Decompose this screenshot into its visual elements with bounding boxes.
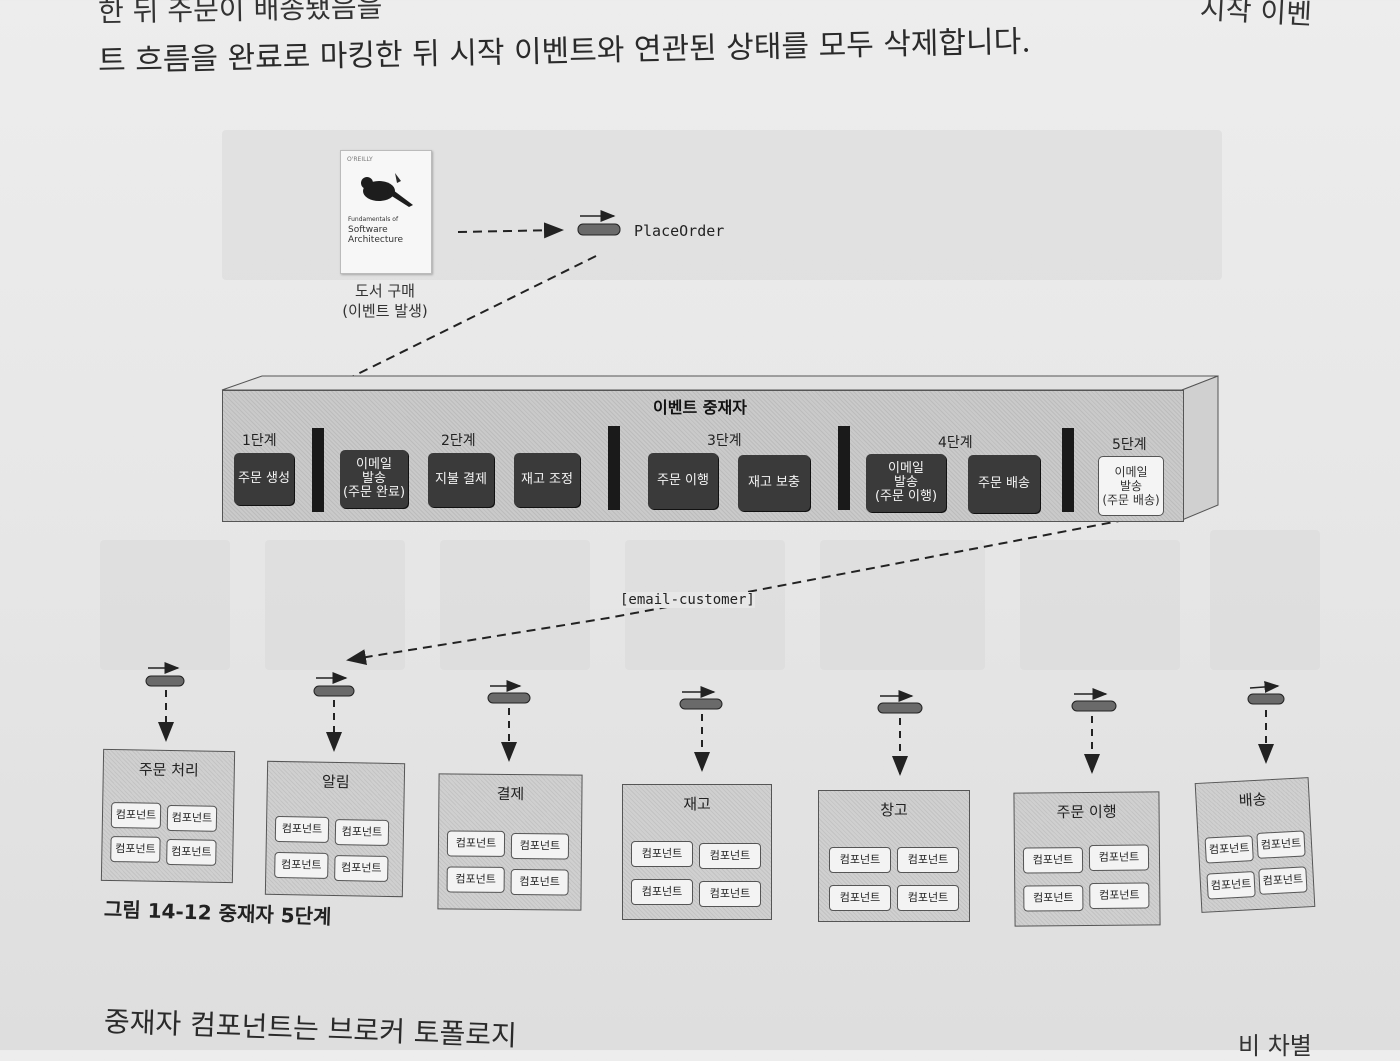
component-box: 컴포넌트 [1022,847,1084,874]
component-box: 컴포넌트 [1256,830,1306,859]
step-divider [312,428,324,512]
step-label: 4단계 [938,435,973,451]
component-box: 컴포넌트 [446,830,506,857]
show-through-box [1210,530,1320,670]
processor-name: 알림 [321,772,350,792]
step-divider [838,426,850,510]
component-box: 컴포넌트 [631,879,693,905]
component-box: 컴포넌트 [274,815,330,843]
processor-name: 재고 [683,795,711,813]
component-box: 컴포넌트 [699,881,761,907]
event-processor: 재고 컴포넌트 컴포넌트 컴포넌트 컴포넌트 [622,784,772,920]
event-processor: 주문 이행 컴포넌트 컴포넌트 컴포넌트 컴포넌트 [1013,791,1161,927]
step-label: 3단계 [707,433,742,449]
step-task: 주문 생성 [234,453,294,505]
component-box: 컴포넌트 [1258,866,1308,895]
component-box: 컴포넌트 [829,847,891,873]
component-box: 컴포넌트 [1204,835,1254,864]
channel-pipe-icon [679,686,723,710]
body-text-bottom-right: 비 차별 [1238,1032,1312,1060]
book-animal-illustration [361,173,413,207]
step-task: 이메일 발송 (주문 이행) [866,454,946,512]
channel-pipe-icon [145,662,185,687]
component-box: 컴포넌트 [510,833,570,860]
channel-pipe-icon [313,672,355,697]
step-task: 주문 배송 [968,455,1040,513]
book-to-event-arrow [457,222,564,239]
show-through-box [440,540,590,670]
step-label: 2단계 [441,433,476,449]
step-task: 이메일 발송 (주문 완료) [340,450,408,508]
book-publisher: O'REILLY [347,156,373,163]
step-label: 1단계 [242,433,277,449]
component-box: 컴포넌트 [110,836,161,863]
processor-name: 창고 [880,801,908,819]
channel-pipe-icon [1247,680,1285,705]
component-box: 컴포넌트 [699,843,761,869]
event-processor: 주문 처리 컴포넌트 컴포넌트 컴포넌트 컴포넌트 [100,748,236,884]
component-box: 컴포넌트 [897,885,959,911]
step-divider [1062,428,1074,512]
event-processor: 창고 컴포넌트 컴포넌트 컴포넌트 컴포넌트 [818,790,970,922]
component-box: 컴포넌트 [446,866,505,893]
step-divider [608,426,620,510]
component-box: 컴포넌트 [897,847,959,873]
component-box: 컴포넌트 [166,804,218,832]
component-box: 컴포넌트 [334,854,389,882]
component-box: 컴포넌트 [110,802,162,829]
channel-label: [email-customer] [620,592,755,608]
step-task: 주문 이행 [648,453,718,509]
book-caption: 도서 구매 (이벤트 발생) [325,281,445,321]
book-title-line1: Fundamentals of [348,216,399,223]
mediator-to-notification-arrow [346,516,1141,666]
processor-name: 결제 [496,784,525,804]
show-through-box [265,540,405,670]
channel-pipe-icon [577,210,621,236]
component-box: 컴포넌트 [1206,871,1256,900]
event-label: PlaceOrder [634,222,725,240]
show-through-box [100,540,230,670]
component-box: 컴포넌트 [510,869,569,896]
event-processor: 알림 컴포넌트 컴포넌트 컴포넌트 컴포넌트 [264,760,406,898]
channel-to-processor-arrows [158,690,1274,776]
channel-pipe-icon [1071,688,1117,712]
mediator-title: 이벤트 중재자 [653,398,747,417]
processor-name: 주문 처리 [138,760,199,780]
book-title-line3: Architecture [348,235,404,245]
processor-name: 주문 이행 [1056,802,1117,822]
channel-pipe-icon [487,680,531,704]
component-box: 컴포넌트 [1089,882,1150,909]
component-box: 컴포넌트 [334,819,390,846]
component-box: 컴포넌트 [166,838,217,866]
processor-name: 배송 [1238,790,1267,810]
component-box: 컴포넌트 [829,885,891,911]
component-box: 컴포넌트 [631,841,693,867]
book-title-line2: Software [348,225,388,235]
book-cover-image: O'REILLY Fundamentals of Software Archit… [340,150,432,274]
event-channel-icons [145,210,1285,714]
step-label: 5단계 [1112,437,1147,453]
component-box: 컴포넌트 [1088,844,1150,871]
component-box: 컴포넌트 [274,851,329,879]
step-task: 이메일 발송 (주문 배송) [1098,456,1164,516]
book-caption-line2: (이벤트 발생) [342,302,428,320]
component-box: 컴포넌트 [1023,885,1084,912]
event-processor: 배송 컴포넌트 컴포넌트 컴포넌트 컴포넌트 [1194,777,1316,913]
step-task: 재고 조정 [514,453,580,507]
show-through-box [1020,540,1180,670]
step-task: 지불 결제 [428,453,494,507]
channel-pipe-icon [877,690,923,714]
step-task: 재고 보충 [738,455,810,511]
event-processor: 결제 컴포넌트 컴포넌트 컴포넌트 컴포넌트 [437,773,583,911]
book-caption-line1: 도서 구매 [355,282,415,300]
